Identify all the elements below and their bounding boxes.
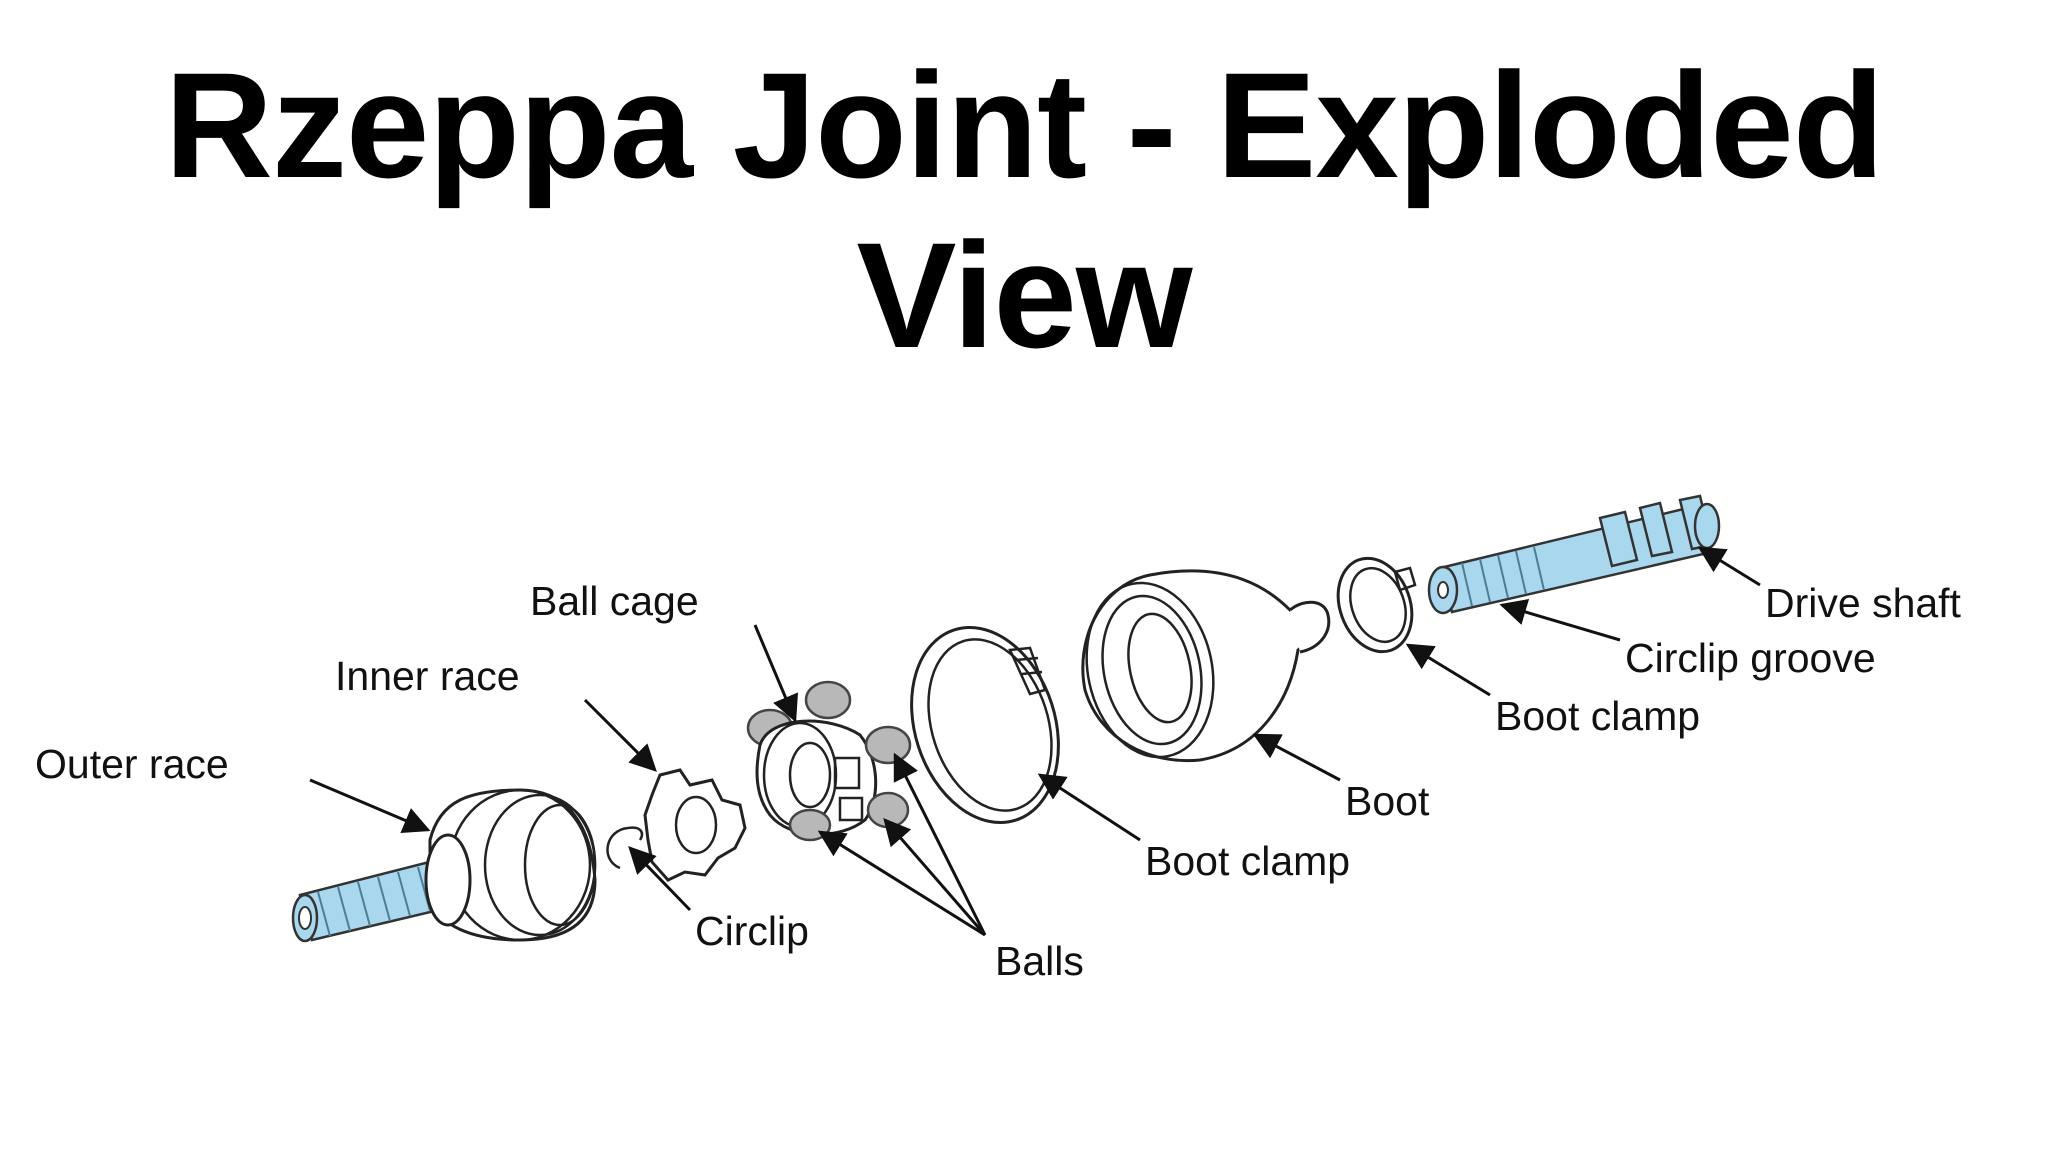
svg-text:Boot clamp: Boot clamp — [1495, 693, 1700, 739]
inner-race-part — [643, 768, 747, 882]
label-boot-clamp-2: Boot clamp — [1405, 643, 1700, 739]
svg-text:Inner race: Inner race — [335, 653, 520, 699]
svg-text:Circlip groove: Circlip groove — [1625, 635, 1876, 681]
boot-clamp-1-part — [910, 625, 1060, 825]
svg-text:Drive shaft: Drive shaft — [1765, 580, 1962, 626]
boot-clamp-2-part — [1336, 556, 1417, 654]
svg-text:Ball cage: Ball cage — [530, 578, 699, 624]
label-boot: Boot — [1252, 733, 1430, 824]
outer-race-part — [291, 788, 597, 943]
svg-text:Circlip: Circlip — [695, 908, 809, 954]
svg-text:Boot clamp: Boot clamp — [1145, 838, 1350, 884]
svg-text:Boot: Boot — [1345, 778, 1430, 824]
slide-title: Rzeppa Joint - Exploded View — [164, 41, 1885, 379]
label-drive-shaft: Drive shaft — [1697, 546, 1962, 626]
label-outer-race: Outer race — [35, 741, 431, 833]
label-inner-race: Inner race — [335, 653, 657, 772]
drive-shaft-part — [1427, 494, 1721, 615]
label-circlip: Circlip — [628, 846, 809, 954]
label-circlip-groove: Circlip groove — [1499, 598, 1876, 681]
svg-text:Balls: Balls — [995, 938, 1084, 984]
svg-text:Outer race: Outer race — [35, 741, 229, 787]
label-ball-cage: Ball cage — [530, 578, 799, 723]
boot-part — [1081, 569, 1331, 763]
circlip-part — [606, 826, 644, 870]
label-boot-clamp-1: Boot clamp — [1037, 773, 1350, 884]
label-balls: Balls — [817, 752, 1084, 984]
ball-cage-part — [746, 680, 878, 836]
